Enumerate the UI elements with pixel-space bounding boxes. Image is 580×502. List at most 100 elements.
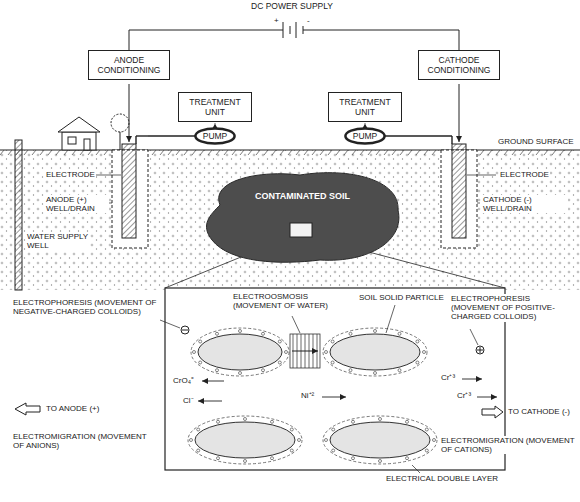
double-layer-ions bbox=[352, 457, 355, 460]
double-layer-ions bbox=[398, 369, 401, 372]
double-layer-ions bbox=[349, 332, 352, 335]
inset-leaders bbox=[160, 305, 478, 473]
soil-particle bbox=[195, 422, 295, 458]
part-label: ANODE (+) WELL/DRAIN bbox=[45, 195, 109, 213]
part-label: SOIL SOLID PARTICLE bbox=[358, 293, 445, 302]
direction-label: TO ANODE (+) bbox=[45, 404, 100, 413]
ion-label: Cl⁻ bbox=[182, 396, 195, 405]
pump-oval: PUMP bbox=[195, 128, 235, 144]
ground-hatch bbox=[256, 150, 260, 155]
double-layer-ions bbox=[406, 457, 409, 460]
ground-hatch bbox=[520, 150, 524, 155]
process-label: ELECTROPHORESIS (MOVEMENT OF POSITIVE-CH… bbox=[450, 294, 576, 322]
double-layer-ions bbox=[332, 449, 335, 452]
water-channel bbox=[292, 351, 318, 352]
double-layer-ions bbox=[285, 351, 288, 354]
ground-hatch bbox=[64, 150, 68, 155]
ground-hatch bbox=[24, 150, 28, 155]
double-layer bbox=[188, 416, 302, 464]
ground-hatch bbox=[192, 150, 196, 155]
node-text: TREATMENT UNIT bbox=[333, 97, 397, 117]
double-layer-ions bbox=[190, 330, 436, 463]
part-label: WATER SUPPLY WELL bbox=[26, 232, 90, 250]
water-supply-well bbox=[15, 140, 22, 290]
double-layer-ions bbox=[406, 420, 409, 423]
power-wires bbox=[303, 30, 459, 50]
double-layer-ions bbox=[331, 340, 334, 343]
label-leaders bbox=[109, 203, 112, 204]
double-layer-ions bbox=[325, 439, 328, 442]
ion-arrows bbox=[477, 397, 497, 398]
node-text: CATHODE CONDITIONING bbox=[423, 55, 495, 75]
ground-hatch bbox=[80, 150, 84, 155]
double-layer-ions bbox=[197, 449, 200, 452]
double-layer bbox=[323, 328, 427, 376]
ground-hatch bbox=[528, 150, 532, 155]
anode-well bbox=[122, 144, 136, 238]
double-layer-ions bbox=[216, 369, 219, 372]
power-wires bbox=[459, 84, 460, 142]
ground-hatch bbox=[400, 150, 404, 155]
contaminated-soil: CONTAMINATED SOIL bbox=[200, 165, 405, 265]
ground-hatch bbox=[160, 150, 164, 155]
power-wires bbox=[283, 22, 284, 38]
inset-leaders bbox=[470, 329, 478, 345]
zoom-window bbox=[290, 223, 312, 237]
process-label: ELECTROPHORESIS (MOVEMENT OF NEGATIVE-CH… bbox=[12, 298, 160, 316]
double-layer-ions bbox=[331, 361, 334, 364]
ground-hatch bbox=[336, 150, 340, 155]
label-leaders bbox=[467, 175, 496, 176]
ground-hatch bbox=[56, 150, 60, 155]
process-label: ELECTROOSMOSIS (MOVEMENT OF WATER) bbox=[232, 292, 350, 310]
part-label: GROUND SURFACE bbox=[497, 137, 575, 146]
soil-ground bbox=[0, 150, 580, 290]
ground-hatch bbox=[552, 150, 556, 155]
power-wires bbox=[129, 84, 130, 142]
double-layer-ions bbox=[239, 372, 242, 375]
double-layer-ions bbox=[199, 340, 202, 343]
colloid bbox=[181, 326, 484, 354]
ground-hatch bbox=[512, 150, 516, 155]
ground-hatch bbox=[264, 150, 268, 155]
part-label: ELECTRODE bbox=[499, 170, 550, 179]
colloid bbox=[182, 330, 188, 331]
ground-hatch bbox=[488, 150, 492, 155]
ground-hatch bbox=[72, 150, 76, 155]
tree bbox=[111, 114, 129, 132]
node-text: CONTAMINATED SOIL bbox=[200, 191, 405, 202]
cathode-well bbox=[452, 144, 466, 238]
soil-particle bbox=[195, 334, 430, 458]
double-layer bbox=[188, 328, 437, 464]
ground-hatch bbox=[224, 150, 228, 155]
ground-hatch bbox=[104, 150, 108, 155]
ground-hatch bbox=[152, 150, 156, 155]
power-wires bbox=[129, 30, 283, 50]
direction-label: TO CATHODE (-) bbox=[507, 407, 571, 416]
double-layer-ions bbox=[290, 428, 293, 431]
pump-pipes bbox=[148, 135, 195, 136]
ground-hatch bbox=[368, 150, 372, 155]
direction-arrow bbox=[15, 403, 503, 418]
double-layer-ions bbox=[298, 439, 301, 442]
double-layer-ions bbox=[290, 449, 293, 452]
double-layer-ions bbox=[423, 351, 426, 354]
ground-hatch bbox=[384, 150, 388, 155]
ground-hatch bbox=[200, 150, 204, 155]
label-leaders bbox=[94, 175, 121, 176]
ground-hatch bbox=[168, 150, 172, 155]
ground-hatch bbox=[0, 150, 4, 155]
node-text: PUMP bbox=[203, 131, 228, 141]
house bbox=[58, 117, 100, 132]
double-layer-ions bbox=[374, 372, 377, 375]
soil-particle bbox=[198, 334, 282, 370]
double-layer-ions bbox=[433, 439, 436, 442]
conditioning-box: CATHODE CONDITIONING bbox=[418, 50, 500, 80]
water-channel bbox=[290, 334, 320, 368]
double-layer-ions bbox=[193, 351, 196, 354]
ground-hatch bbox=[48, 150, 52, 155]
ground-hatch bbox=[96, 150, 100, 155]
pump-pipes bbox=[136, 135, 148, 136]
double-layer-ions bbox=[271, 420, 274, 423]
pump-outline bbox=[195, 128, 234, 143]
